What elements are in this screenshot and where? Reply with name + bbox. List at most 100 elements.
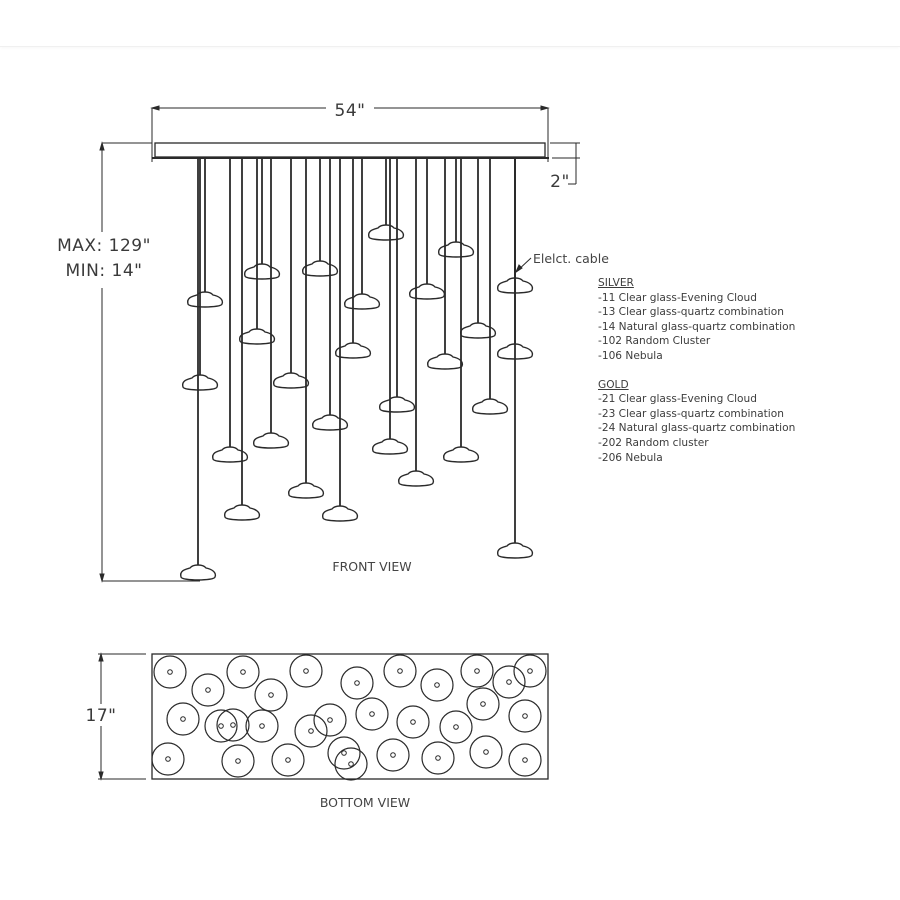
pendant-glass xyxy=(459,322,497,339)
cable-point xyxy=(348,761,354,767)
pendant-glass xyxy=(343,293,381,310)
cable-callout xyxy=(514,257,532,274)
cable-point xyxy=(327,717,333,723)
pendant-glass xyxy=(287,482,325,499)
cable-point xyxy=(165,756,171,762)
pendant-footprint xyxy=(492,665,526,699)
pendant-footprint xyxy=(469,735,503,769)
legend-item: -102 Random Cluster xyxy=(598,335,711,348)
pendant-footprint xyxy=(383,654,417,688)
cable-point xyxy=(397,668,403,674)
pendant-glass xyxy=(181,374,219,391)
cable-point xyxy=(410,719,416,725)
depth-label: 17" xyxy=(86,706,117,726)
cable-point xyxy=(218,723,224,729)
legend-group-gold: GOLD -21 Clear glass-Evening Cloud -23 C… xyxy=(598,378,795,466)
canopy-height-label: 2" xyxy=(550,172,570,192)
pendant-glass xyxy=(272,372,310,389)
cable-point xyxy=(522,713,528,719)
cable-point xyxy=(453,724,459,730)
cable-point xyxy=(522,757,528,763)
pendant-glass xyxy=(334,342,372,359)
cable-point xyxy=(369,711,375,717)
legend-item: -24 Natural glass-quartz combination xyxy=(598,422,796,435)
legend-item: -11 Clear glass-Evening Cloud xyxy=(598,291,757,304)
cable-point xyxy=(235,758,241,764)
cable-point xyxy=(308,728,314,734)
legend-item: -14 Natural glass-quartz combination xyxy=(598,320,796,333)
height-min-label: MIN: 14" xyxy=(66,261,143,281)
pendant-footprint xyxy=(513,654,547,688)
pendant-glass xyxy=(397,470,435,487)
pendant-glass xyxy=(437,241,475,258)
pendant-glass xyxy=(442,446,480,463)
pendant-footprint xyxy=(166,702,200,736)
depth-dimension xyxy=(98,652,146,781)
legend-group-silver: SILVER -11 Clear glass-Evening Cloud -13… xyxy=(598,276,795,364)
legend-item: -21 Clear glass-Evening Cloud xyxy=(598,393,757,406)
pendant-glass xyxy=(301,260,339,277)
pendant-footprint xyxy=(289,654,323,688)
pendant-footprint xyxy=(439,710,473,744)
cable-point xyxy=(230,722,236,728)
finish-legend: SILVER -11 Clear glass-Evening Cloud -13… xyxy=(598,276,795,465)
height-dimension xyxy=(99,141,200,583)
bottom-view-title: BOTTOM VIEW xyxy=(320,795,410,810)
cable-point xyxy=(205,687,211,693)
legend-item: -202 Random cluster xyxy=(598,436,709,449)
pendant-glass xyxy=(378,396,416,413)
pendant-footprint xyxy=(334,747,368,781)
pendant-footprint xyxy=(204,709,238,743)
cable-point xyxy=(474,668,480,674)
height-max-label: MAX: 129" xyxy=(57,236,151,256)
pendant-footprint xyxy=(294,714,328,748)
pendant-glass xyxy=(252,432,290,449)
canopy-height-dimension xyxy=(550,142,580,185)
pendant-glass xyxy=(238,328,276,345)
legend-heading: SILVER xyxy=(598,277,634,289)
cable-point xyxy=(167,669,173,675)
cable-point xyxy=(506,679,512,685)
pendant-footprint xyxy=(420,668,454,702)
canopy xyxy=(152,142,549,159)
pendant-footprint xyxy=(340,666,374,700)
pendant-footprint xyxy=(396,705,430,739)
pendant-footprint xyxy=(421,741,455,775)
page-header-strip xyxy=(0,0,900,47)
cable-point xyxy=(268,692,274,698)
legend-heading: GOLD xyxy=(598,378,629,391)
cable-point xyxy=(435,755,441,761)
pendant-glass xyxy=(426,353,464,370)
pendant-glass xyxy=(367,224,405,241)
pendant-footprint xyxy=(191,673,225,707)
legend-item: -13 Clear glass-quartz combination xyxy=(598,306,784,319)
pendant-glass xyxy=(179,564,217,581)
cable-label: Elelct. cable xyxy=(533,251,609,266)
pendant-glass xyxy=(471,398,509,415)
pendant-footprint xyxy=(355,697,389,731)
front-pendants xyxy=(179,158,534,581)
pendant-footprint xyxy=(313,703,347,737)
width-label: 54" xyxy=(335,101,366,121)
pendant-footprint xyxy=(151,742,185,776)
cable-point xyxy=(480,701,486,707)
cable-point xyxy=(303,668,309,674)
pendant-footprint xyxy=(216,708,250,742)
pendant-footprint xyxy=(376,738,410,772)
pendant-footprint xyxy=(327,736,361,770)
pendant-footprint xyxy=(221,744,255,778)
pendant-glass xyxy=(496,277,534,294)
pendant-footprint xyxy=(226,655,260,689)
cable-point xyxy=(527,668,533,674)
cable-point xyxy=(354,680,360,686)
cable-point xyxy=(434,682,440,688)
cable-point xyxy=(180,716,186,722)
pendant-footprint xyxy=(508,743,542,777)
pendant-footprint xyxy=(466,687,500,721)
bottom-pendants xyxy=(151,654,547,781)
pendant-footprint xyxy=(153,655,187,689)
pendant-glass xyxy=(223,504,261,521)
pendant-glass xyxy=(311,414,349,431)
pendant-footprint xyxy=(460,654,494,688)
